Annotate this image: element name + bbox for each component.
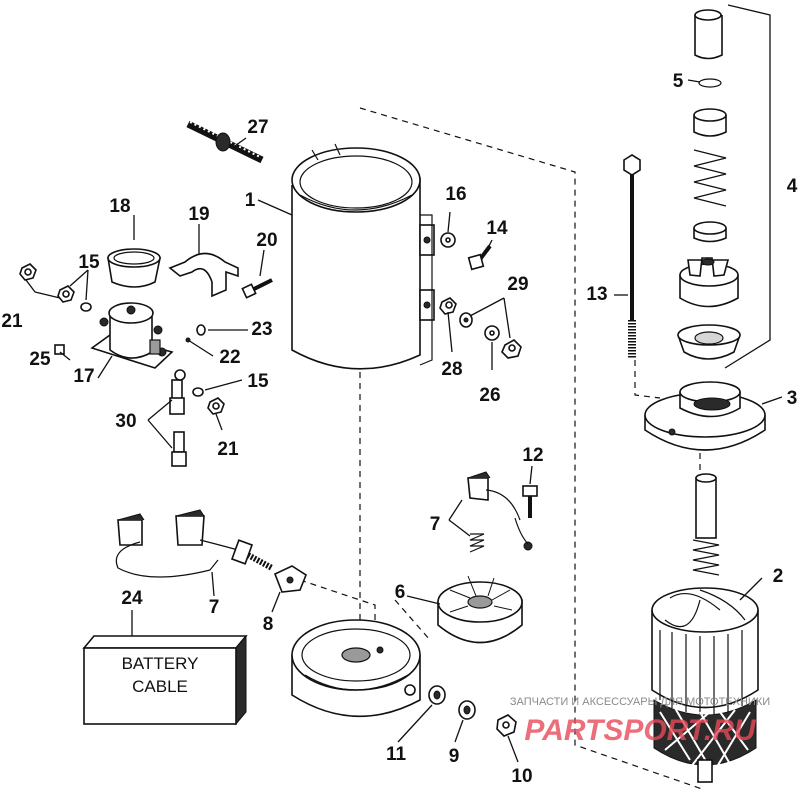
part-battery-cable-box-24: BATTERY CABLE xyxy=(82,634,248,726)
callout-12: 12 xyxy=(522,445,543,466)
part-brushes-7 xyxy=(467,471,533,553)
callout-15-right: 15 xyxy=(247,371,269,392)
part-hardware-14-29 xyxy=(439,232,522,359)
callout-5: 5 xyxy=(673,71,684,92)
callout-1: 1 xyxy=(245,190,256,211)
part-washers-nut-11-9-10 xyxy=(428,685,517,737)
part-through-bolt-27 xyxy=(186,120,264,164)
callout-25: 25 xyxy=(29,349,51,370)
callout-8: 8 xyxy=(263,614,274,635)
part-strap-19 xyxy=(168,252,239,298)
callout-9: 9 xyxy=(449,746,460,767)
callout-6: 6 xyxy=(395,582,406,603)
callout-3: 3 xyxy=(787,388,798,409)
callout-20: 20 xyxy=(256,230,277,251)
part-nut-washer-right xyxy=(192,387,225,415)
part-screw-12 xyxy=(522,485,538,518)
callout-10: 10 xyxy=(511,766,532,787)
battery-cable-label-line2: CABLE xyxy=(132,677,188,696)
part-commutator-end-cap xyxy=(291,619,421,718)
callout-26: 26 xyxy=(479,385,500,406)
callout-14: 14 xyxy=(486,218,508,239)
callout-30: 30 xyxy=(115,411,136,432)
callout-29: 29 xyxy=(507,274,528,295)
callout-2: 2 xyxy=(773,566,784,587)
callout-23: 23 xyxy=(251,319,272,340)
part-brush-plate-6 xyxy=(437,575,523,644)
part-cable-brushes-7 xyxy=(115,509,274,578)
watermark: ЗАПЧАСТИ И АКСЕССУАРЫ ДЛЯ МОТОТЕХНИКИ PA… xyxy=(510,696,770,747)
part-housing xyxy=(291,143,435,370)
part-long-bolt-13 xyxy=(623,154,641,358)
callout-7-brushes: 7 xyxy=(430,514,441,535)
part-solenoid-17 xyxy=(90,302,174,369)
callout-28: 28 xyxy=(441,359,462,380)
part-screw-20 xyxy=(241,278,273,299)
part-washers-22-23 xyxy=(185,324,206,343)
part-armature-2 xyxy=(651,473,759,783)
battery-cable-label-line1: BATTERY xyxy=(122,654,199,673)
callout-leader-lines xyxy=(25,79,783,763)
callout-15-left: 15 xyxy=(78,252,100,273)
callout-13: 13 xyxy=(586,284,607,305)
part-terminals-30 xyxy=(169,369,187,467)
part-nuts-washers-left xyxy=(19,263,92,312)
part-clip-25 xyxy=(54,344,65,355)
part-band-18 xyxy=(107,248,161,288)
callout-21-right: 21 xyxy=(217,439,239,460)
callout-19: 19 xyxy=(188,204,209,225)
watermark-brand: PARTSPORT.RU xyxy=(524,714,756,747)
callout-16: 16 xyxy=(445,184,466,205)
callout-18: 18 xyxy=(109,196,130,217)
part-terminal-8 xyxy=(273,565,307,593)
callout-24: 24 xyxy=(121,588,143,609)
watermark-caption: ЗАПЧАСТИ И АКСЕССУАРЫ ДЛЯ МОТОТЕХНИКИ xyxy=(510,696,770,708)
callout-4: 4 xyxy=(787,176,798,197)
callout-27: 27 xyxy=(247,117,268,138)
callout-11: 11 xyxy=(386,744,407,765)
part-drive-end-cap-3 xyxy=(644,381,766,451)
callout-numbers: 1 2 3 4 5 6 7 7 8 9 10 11 12 13 14 15 15… xyxy=(1,71,797,787)
callout-17: 17 xyxy=(73,366,94,387)
callout-21-left: 21 xyxy=(1,311,23,332)
callout-22: 22 xyxy=(219,347,240,368)
callout-7-cable: 7 xyxy=(209,597,220,618)
part-drive-assembly-4 xyxy=(677,4,771,369)
